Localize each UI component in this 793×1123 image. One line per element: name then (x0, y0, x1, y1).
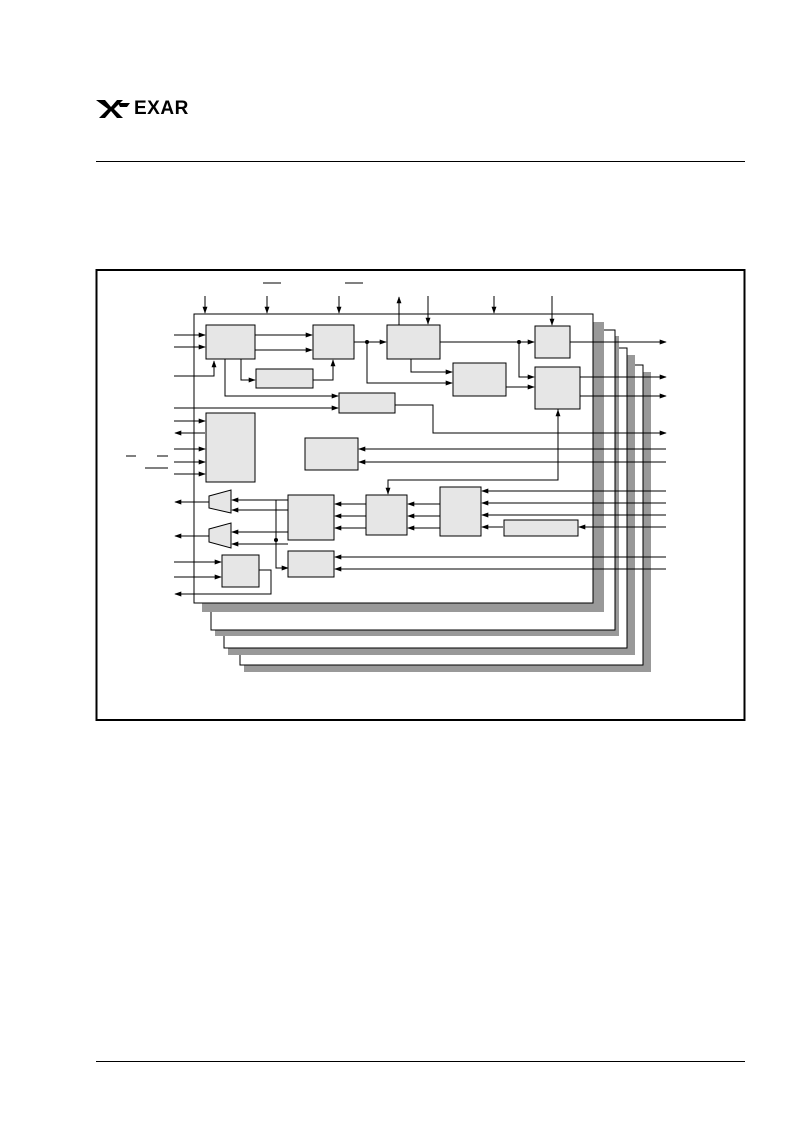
exar-logo-icon (96, 100, 130, 118)
diagram-frame (95, 269, 746, 721)
exar-logo: EXAR (96, 98, 189, 119)
block-j (304, 437, 359, 471)
block-n (503, 519, 579, 537)
block-a (205, 324, 256, 360)
block-d (534, 325, 571, 359)
block-c (386, 324, 441, 360)
footer-rule (96, 1061, 745, 1062)
block-p (221, 554, 260, 588)
junction-dots (274, 340, 521, 542)
block-o (287, 550, 335, 578)
block-f (452, 362, 507, 397)
driver-lower (208, 522, 232, 549)
block-k (287, 494, 335, 541)
channel-page-1 (193, 313, 594, 604)
header-rule (96, 161, 745, 162)
brand-name: EXAR (134, 98, 189, 119)
block-g (534, 366, 581, 410)
block-b (312, 324, 355, 360)
functional-blocks (205, 324, 581, 588)
block-l (365, 494, 408, 536)
block-e (255, 368, 314, 389)
block-m (439, 486, 482, 537)
block-i (205, 412, 256, 483)
channel-stack (193, 313, 651, 672)
signal-lines (174, 296, 667, 597)
block-h (338, 392, 396, 414)
driver-upper (208, 489, 232, 514)
